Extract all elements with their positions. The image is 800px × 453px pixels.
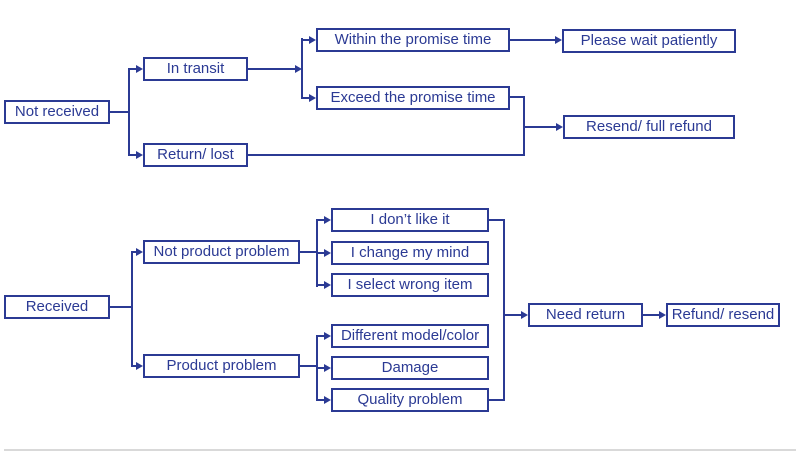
connector-line [248,154,525,156]
connector-line [301,38,303,99]
arrowhead-icon [324,281,331,289]
node-not-product-problem: Not product problem [143,240,300,264]
node-resend-full-refund: Resend/ full refund [563,115,735,139]
node-in-transit: In transit [143,57,248,81]
connector-line [131,251,133,367]
connector-line [510,39,555,41]
connector-line [133,365,137,367]
connector-line [133,251,137,253]
divider-line [4,449,796,451]
node-exceed-promise-time: Exceed the promise time [316,86,510,110]
connector-line [318,335,324,337]
node-need-return: Need return [528,303,643,327]
connector-line [489,399,505,401]
arrowhead-icon [136,151,143,159]
node-product-problem: Product problem [143,354,300,378]
connector-line [300,365,318,367]
arrowhead-icon [295,65,302,73]
node-received: Received [4,295,110,319]
arrowhead-icon [555,36,562,44]
node-return-lost: Return/ lost [143,143,248,167]
node-select-wrong-item: I select wrong item [331,273,489,297]
arrowhead-icon [136,65,143,73]
connector-line [300,251,318,253]
arrowhead-icon [521,311,528,319]
arrowhead-icon [136,362,143,370]
connector-line [316,335,318,401]
connector-line [130,68,137,70]
connector-line [303,97,310,99]
arrowhead-icon [324,249,331,257]
connector-line [489,219,505,221]
node-quality-problem: Quality problem [331,388,489,412]
arrowhead-icon [659,311,666,319]
connector-line [318,284,324,286]
arrowhead-icon [136,248,143,256]
node-please-wait-patiently: Please wait patiently [562,29,736,53]
connector-line [525,126,556,128]
connector-line [318,219,324,221]
arrowhead-icon [324,216,331,224]
connector-line [248,68,296,70]
arrowhead-icon [324,396,331,404]
connector-line [110,306,133,308]
node-refund-resend: Refund/ resend [666,303,780,327]
connector-line [110,111,130,113]
connector-line [318,399,324,401]
arrowhead-icon [309,94,316,102]
connector-line [318,252,324,254]
node-not-received: Not received [4,100,110,124]
connector-line [130,154,137,156]
node-different-model-color: Different model/color [331,324,489,348]
node-dont-like-it: I don’t like it [331,208,489,232]
node-change-my-mind: I change my mind [331,241,489,265]
connector-line [503,219,505,401]
arrowhead-icon [324,364,331,372]
connector-line [505,314,521,316]
connector-line [523,96,525,156]
connector-line [318,367,324,369]
arrowhead-icon [309,36,316,44]
arrowhead-icon [324,332,331,340]
connector-line [303,39,310,41]
connector-line [643,314,659,316]
connector-line [510,96,525,98]
connector-line [128,68,130,156]
connector-line [316,219,318,287]
node-within-promise-time: Within the promise time [316,28,510,52]
node-damage: Damage [331,356,489,380]
arrowhead-icon [556,123,563,131]
